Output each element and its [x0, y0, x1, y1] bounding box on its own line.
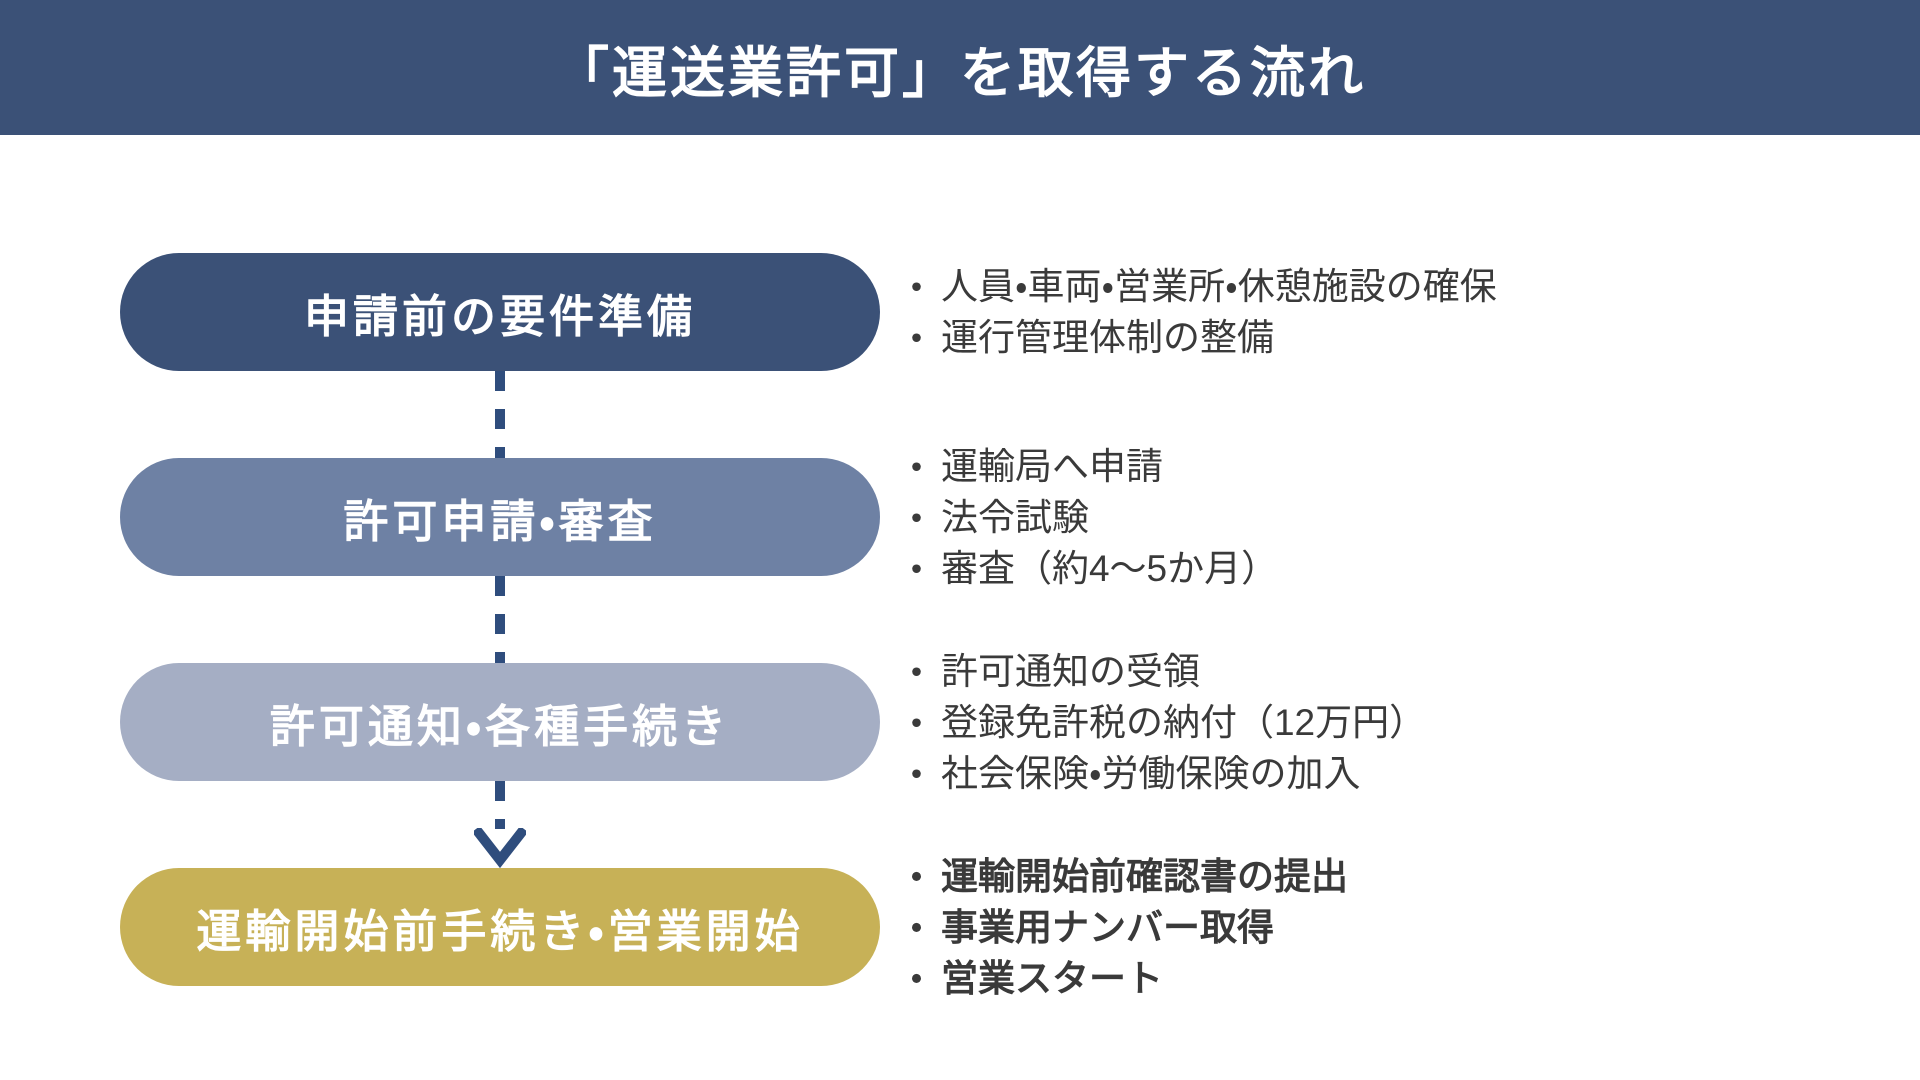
bullet-item: 法令試験 [910, 492, 1278, 543]
step-bullets-1: 人員・車両・営業所・休憩施設の確保 運行管理体制の整備 [910, 261, 1497, 363]
step-label-1: 申請前の要件準備 [303, 290, 696, 342]
step-label-4: 運輸開始前手続き・営業開始 [196, 905, 804, 957]
arrow-down-icon [474, 828, 526, 868]
step-row-1: 申請前の要件準備 人員・車両・営業所・休憩施設の確保 運行管理体制の整備 [120, 253, 1800, 371]
bullet-item: 審査（約4～5か月） [910, 543, 1278, 594]
step-pill-3: 許可通知・各種手続き [120, 663, 880, 781]
bullet-item: 人員・車両・営業所・休憩施設の確保 [910, 261, 1497, 312]
connector-dashed-2 [495, 576, 505, 663]
step-pill-2: 許可申請・審査 [120, 458, 880, 576]
bullet-item: 運輸開始前確認書の提出 [910, 851, 1348, 902]
page-title: 「運送業許可」を取得する流れ [553, 41, 1366, 104]
flow-diagram: 申請前の要件準備 人員・車両・営業所・休憩施設の確保 運行管理体制の整備 許可申… [120, 253, 1800, 999]
bullet-item: 事業用ナンバー取得 [910, 902, 1348, 953]
step-row-3: 許可通知・各種手続き 許可通知の受領 登録免許税の納付（12万円） 社会保険・労… [120, 651, 1800, 794]
bullet-item: 社会保険・労働保険の加入 [910, 748, 1426, 799]
step-bullets-2: 運輸局へ申請 法令試験 審査（約4～5か月） [910, 441, 1278, 594]
bullet-item: 運行管理体制の整備 [910, 312, 1497, 363]
step-pill-4: 運輸開始前手続き・営業開始 [120, 868, 880, 986]
bullet-item: 許可通知の受領 [910, 646, 1426, 697]
connector-dashed-1 [495, 371, 505, 458]
header-banner: 「運送業許可」を取得する流れ [0, 0, 1920, 135]
step-row-2: 許可申請・審査 運輸局へ申請 法令試験 審査（約4～5か月） [120, 446, 1800, 589]
step-bullets-3: 許可通知の受領 登録免許税の納付（12万円） 社会保険・労働保険の加入 [910, 646, 1426, 799]
step-label-2: 許可申請・審査 [343, 495, 657, 547]
step-label-3: 許可通知・各種手続き [269, 700, 731, 752]
bullet-item: 営業スタート [910, 953, 1348, 1004]
connector-dashed-3 [495, 781, 505, 829]
step-bullets-4: 運輸開始前確認書の提出 事業用ナンバー取得 営業スタート [910, 851, 1348, 1004]
step-row-4: 運輸開始前手続き・営業開始 運輸開始前確認書の提出 事業用ナンバー取得 営業スタ… [120, 856, 1800, 999]
bullet-item: 登録免許税の納付（12万円） [910, 697, 1426, 748]
bullet-item: 運輸局へ申請 [910, 441, 1278, 492]
step-pill-1: 申請前の要件準備 [120, 253, 880, 371]
